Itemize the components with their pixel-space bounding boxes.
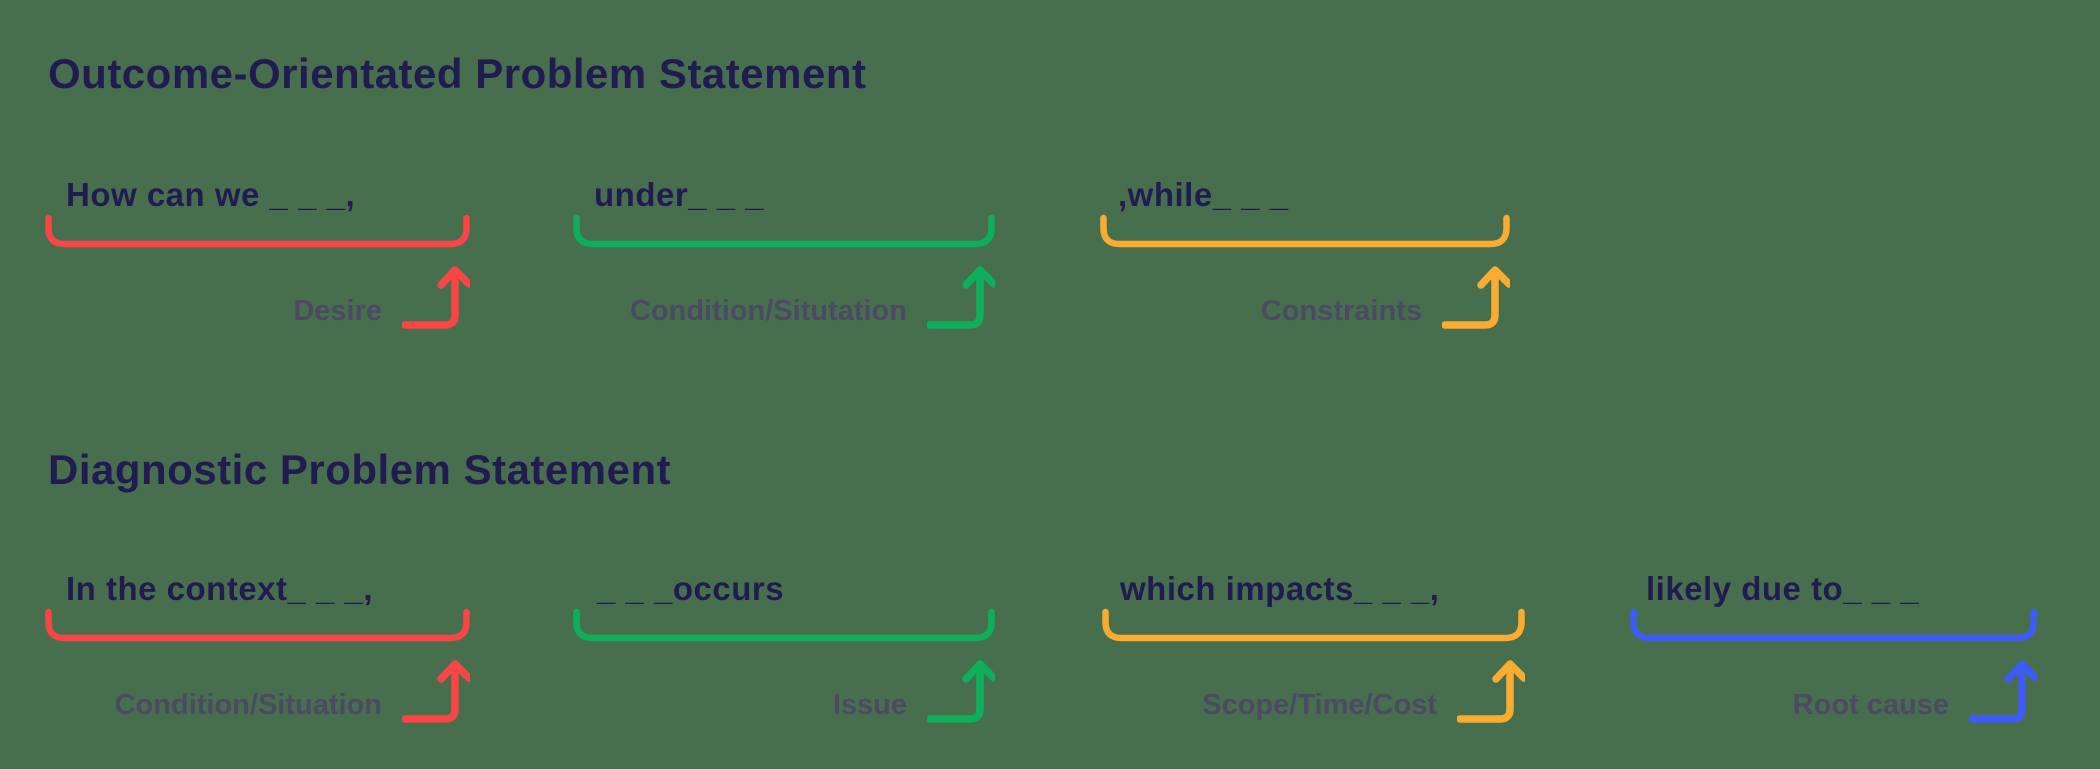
segment-caption: Root cause — [1793, 650, 2037, 726]
bracket-underline — [573, 214, 995, 248]
segment-statement: under_ _ _ — [594, 176, 765, 213]
segment-statement: likely due to_ _ _ — [1646, 570, 1920, 607]
segment-label: Desire — [293, 295, 382, 327]
segment-label: Condition/Situtation — [629, 295, 907, 327]
segment-caption: Desire — [293, 256, 470, 332]
elbow-arrow-up-icon — [927, 266, 995, 329]
segment-caption: Condition/Situtation — [630, 256, 995, 332]
elbow-arrow-up-icon — [1969, 660, 2037, 723]
segment-statement: which impacts_ _ _, — [1120, 570, 1440, 607]
elbow-arrow-up-icon — [1442, 266, 1510, 329]
segment-label: Issue — [832, 689, 907, 721]
segment-caption: Condition/Situation — [115, 650, 470, 726]
bracket-underline — [45, 608, 470, 642]
segment-statement: _ _ _occurs — [597, 570, 785, 607]
segment-caption: Issue — [833, 650, 995, 726]
bracket-underline — [1100, 214, 1510, 248]
segment-label: Condition/Situation — [114, 689, 382, 721]
segment-caption: Scope/Time/Cost — [1202, 650, 1525, 726]
bracket-underline — [45, 214, 470, 248]
bracket-underline — [1102, 608, 1525, 642]
segment-statement: ,while_ _ _ — [1118, 176, 1289, 213]
segment-label: Scope/Time/Cost — [1202, 689, 1437, 721]
bracket-underline — [1630, 608, 2037, 642]
bracket-underline — [573, 608, 995, 642]
elbow-arrow-up-icon — [1457, 660, 1525, 723]
segment-statement: How can we _ _ _, — [66, 176, 356, 213]
segment-caption: Constraints — [1261, 256, 1510, 332]
elbow-arrow-up-icon — [402, 660, 470, 723]
segment-statement: In the context_ _ _, — [66, 570, 374, 607]
section-title-diagnostic: Diagnostic Problem Statement — [48, 446, 672, 493]
section-title-outcome: Outcome-Orientated Problem Statement — [48, 50, 867, 97]
elbow-arrow-up-icon — [927, 660, 995, 723]
segment-label: Constraints — [1260, 295, 1422, 327]
segment-label: Root cause — [1792, 689, 1949, 721]
elbow-arrow-up-icon — [402, 266, 470, 329]
